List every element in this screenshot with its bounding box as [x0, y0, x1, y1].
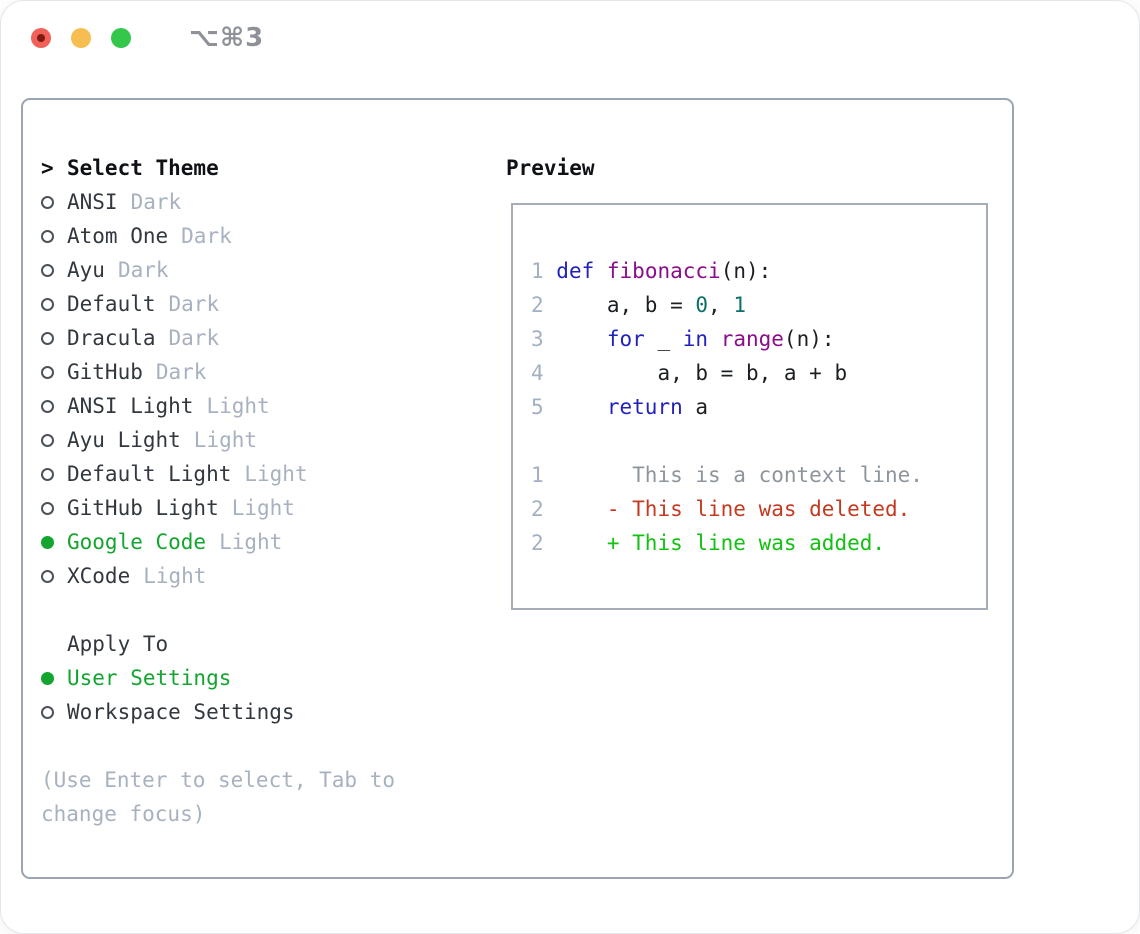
theme-variant-label: Dark: [181, 224, 232, 248]
theme-name-label: Google Code: [67, 530, 207, 554]
radio-icon: [41, 355, 67, 389]
theme-variant-label: Light: [193, 428, 258, 452]
theme-option-github-light[interactable]: GitHub Light Light: [41, 491, 308, 525]
theme-variant-label: Light: [219, 530, 283, 554]
preview-line-code: 5 return a: [531, 395, 709, 419]
theme-option-ayu-light[interactable]: Ayu Light Light: [41, 423, 308, 457]
theme-variant-label: Dark: [168, 292, 220, 316]
apply-to-title: Apply To: [67, 632, 169, 656]
apply-to-header-spacer: [41, 627, 67, 661]
radio-icon: [41, 695, 67, 729]
preview-line-code: 2 a, b = 0, 1: [531, 293, 746, 317]
theme-option-google-code[interactable]: Google Code Light: [41, 525, 308, 559]
line-number: 2: [531, 497, 557, 521]
radio-selected-icon: [41, 525, 67, 559]
line-number: 3: [531, 327, 557, 351]
radio-icon: [41, 321, 67, 355]
radio-icon: [41, 219, 67, 253]
radio-icon: [41, 423, 67, 457]
keyboard-hint: (Use Enter to select, Tab to change focu…: [41, 768, 396, 826]
minimize-button[interactable]: [71, 28, 91, 48]
line-number: 1: [531, 463, 557, 487]
cursor-prefix-icon: >: [41, 156, 54, 180]
theme-option-atom-one[interactable]: Atom One Dark: [41, 219, 308, 253]
radio-icon: [41, 287, 67, 321]
radio-icon: [41, 491, 67, 525]
theme-name-label: Dracula: [67, 326, 156, 350]
select-theme-title: Select Theme: [67, 156, 219, 180]
radio-icon: [41, 389, 67, 423]
preview-line-blank: [531, 424, 986, 458]
preview-line-code: 4 a, b = b, a + b: [531, 361, 848, 385]
theme-name-label: Ayu Light: [67, 428, 181, 452]
theme-name-label: Default: [67, 292, 156, 316]
theme-option-github[interactable]: GitHub Dark: [41, 355, 308, 389]
radio-icon: [41, 253, 67, 287]
apply-option-label: User Settings: [67, 666, 232, 690]
theme-variant-label: Light: [143, 564, 207, 588]
theme-name-label: Default Light: [67, 462, 232, 486]
theme-option-dracula[interactable]: Dracula Dark: [41, 321, 308, 355]
preview-line-diff-context: 1 This is a context line.: [531, 463, 923, 487]
line-number: 1: [531, 259, 557, 283]
apply-to-header-row: Apply To: [41, 627, 295, 661]
unsaved-indicator-dot: [37, 34, 45, 42]
preview-pane: 1 def fibonacci(n): 2 a, b = 0, 1 3 for _ …: [511, 203, 988, 610]
theme-name-label: ANSI Light: [67, 394, 194, 418]
preview-line-code: 3 for _ in range(n):: [531, 327, 835, 351]
window-title: ⌥⌘3: [189, 23, 265, 53]
theme-option-default[interactable]: Default Dark: [41, 287, 308, 321]
select-theme-header: > Select Theme: [41, 151, 308, 185]
theme-variant-label: Dark: [117, 258, 169, 282]
theme-variant-label: Dark: [130, 190, 182, 214]
apply-option-workspace-settings[interactable]: Workspace Settings: [41, 695, 295, 729]
radio-icon: [41, 559, 67, 593]
theme-variant-label: Dark: [155, 360, 207, 384]
preview-line-diff-added: 2 + This line was added.: [531, 531, 886, 555]
radio-icon: [41, 457, 67, 491]
theme-name-label: Atom One: [67, 224, 169, 248]
preview-content: 1 def fibonacci(n): 2 a, b = 0, 1 3 for _ …: [531, 254, 986, 560]
theme-option-default-light[interactable]: Default Light Light: [41, 457, 308, 491]
line-number: 5: [531, 395, 557, 419]
theme-name-label: GitHub: [67, 360, 143, 384]
theme-variant-label: Light: [244, 462, 308, 486]
apply-option-label: Workspace Settings: [67, 700, 295, 724]
radio-icon: [41, 185, 67, 219]
theme-option-xcode[interactable]: XCode Light: [41, 559, 308, 593]
line-number: 2: [531, 293, 557, 317]
close-button[interactable]: [31, 28, 51, 48]
preview-line-diff-deleted: 2 - This line was deleted.: [531, 497, 911, 521]
titlebar: ⌥⌘3: [31, 23, 265, 53]
theme-option-ansi-light[interactable]: ANSI Light Light: [41, 389, 308, 423]
theme-name-label: Ayu: [67, 258, 105, 282]
preview-title: Preview: [506, 156, 595, 180]
fullscreen-button[interactable]: [111, 28, 131, 48]
line-number: 4: [531, 361, 557, 385]
theme-option-ayu[interactable]: Ayu Dark: [41, 253, 308, 287]
apply-option-user-settings[interactable]: User Settings: [41, 661, 295, 695]
theme-variant-label: Light: [231, 496, 295, 520]
theme-variant-label: Light: [206, 394, 270, 418]
theme-name-label: XCode: [67, 564, 131, 588]
line-number: 2: [531, 531, 557, 555]
radio-selected-icon: [41, 661, 67, 695]
theme-name-label: ANSI: [67, 190, 118, 214]
theme-variant-label: Dark: [168, 326, 220, 350]
theme-option-ansi[interactable]: ANSI Dark: [41, 185, 308, 219]
theme-name-label: GitHub Light: [67, 496, 219, 520]
preview-line-code: 1 def fibonacci(n):: [531, 259, 772, 283]
